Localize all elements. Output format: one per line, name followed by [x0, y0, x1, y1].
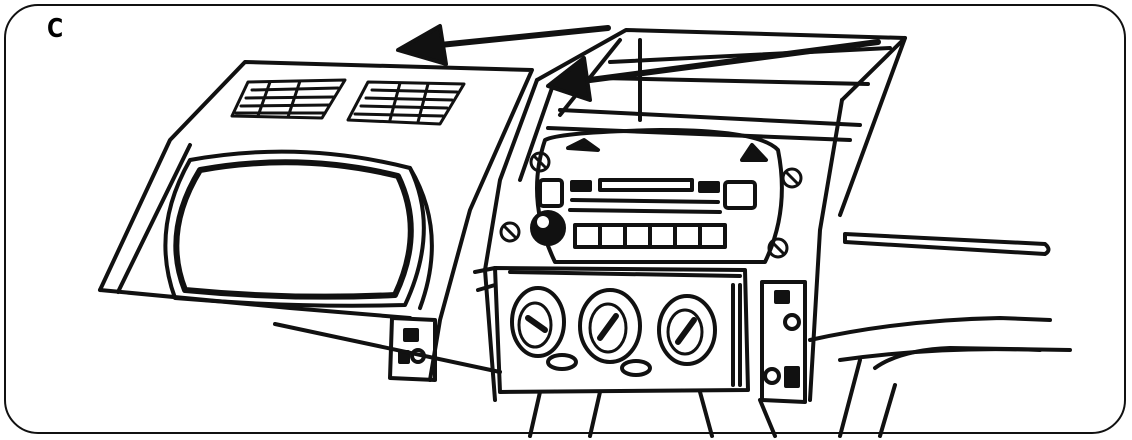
dashboard-right [808, 232, 1072, 438]
removal-arrow-icon [396, 24, 611, 66]
climate-control-panel [473, 266, 750, 394]
instrument-cluster-hood [98, 60, 534, 382]
instrument-display [163, 149, 434, 310]
panel-button [620, 359, 652, 377]
rotary-knob-icon [510, 286, 566, 358]
rotary-knob-icon [657, 294, 717, 366]
rotary-knob-icon [530, 210, 566, 246]
screw-icon [529, 151, 551, 173]
console-bracket [760, 280, 807, 404]
warning-triangle-icon [566, 138, 600, 152]
screw-icon [767, 237, 789, 259]
air-vent-right [346, 80, 466, 126]
warning-triangle-icon [740, 143, 768, 162]
radio-unit [530, 128, 784, 264]
panel-button [546, 353, 578, 371]
screw-icon [499, 221, 521, 243]
rotary-knob-icon [578, 288, 642, 364]
screw-icon [781, 167, 803, 189]
lower-console [528, 390, 777, 438]
removal-arrow-icon [546, 39, 881, 102]
center-bezel [483, 28, 907, 402]
dash-edge-left [273, 322, 502, 374]
air-vent-left [230, 78, 347, 120]
hood-bracket [388, 316, 437, 382]
step-label: C [47, 14, 64, 44]
